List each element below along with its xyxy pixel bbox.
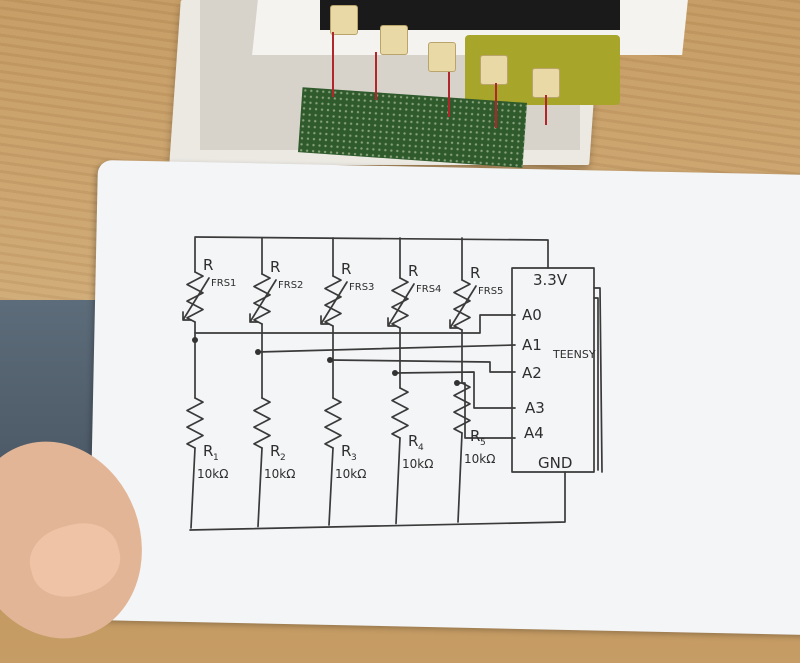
- variable-arrow: [249, 279, 277, 323]
- sensor-connector: [380, 25, 408, 55]
- supply-label: 3.3V: [533, 271, 568, 289]
- resistor-label: R: [470, 427, 480, 445]
- resistor-value: 10kΩ: [402, 457, 433, 471]
- resistor-label-subscript: 5: [480, 438, 486, 448]
- wire: [375, 52, 377, 100]
- resistor-label: R: [203, 442, 213, 460]
- resistor: [253, 397, 271, 449]
- resistor-label-subscript: 2: [280, 453, 286, 463]
- sensor-label-subscript: FRS1: [211, 278, 236, 289]
- wire: [448, 72, 450, 117]
- sensor-label-subscript: FRS3: [349, 282, 374, 293]
- sensor-label: R: [341, 260, 351, 278]
- wire-a1: [257, 344, 516, 353]
- sensor-label: R: [470, 264, 480, 282]
- junction-dot: [255, 349, 261, 355]
- sensor-label-subscript: FRS5: [478, 286, 503, 297]
- sensor-connector: [428, 42, 456, 72]
- variable-arrow: [449, 285, 477, 329]
- sensor-label-subscript: FRS4: [416, 284, 441, 295]
- microcontroller-label: TEENSY: [552, 348, 596, 361]
- sensor-connector: [480, 55, 508, 85]
- pin-label-a3: A3: [525, 399, 545, 417]
- wire-a3: [394, 371, 516, 409]
- resistor-value: 10kΩ: [197, 467, 228, 481]
- wire: [545, 95, 547, 125]
- resistor: [186, 397, 204, 449]
- junction-dot: [327, 357, 333, 363]
- teensy-side-lines: [593, 287, 603, 473]
- sensor-label: R: [408, 262, 418, 280]
- pin-label-a4: A4: [524, 424, 544, 442]
- resistor-label: R: [408, 432, 418, 450]
- force-sensor-resistor: [253, 273, 271, 325]
- wire: [495, 83, 497, 128]
- resistor: [391, 387, 409, 439]
- sensor-label: R: [203, 256, 213, 274]
- pin-label-a1: A1: [522, 336, 542, 354]
- pin-label-a0: A0: [522, 306, 542, 324]
- resistor-value: 10kΩ: [335, 467, 366, 481]
- wire: [332, 32, 334, 97]
- sensor-label: R: [270, 258, 280, 276]
- box-black-panel: [320, 0, 620, 30]
- resistor: [324, 397, 342, 449]
- wire-a0: [194, 314, 516, 334]
- junction-dot: [192, 337, 198, 343]
- resistor-value: 10kΩ: [464, 452, 495, 466]
- force-sensor-resistor: [324, 275, 342, 327]
- wire-segment: [257, 447, 263, 528]
- junction-dot: [392, 370, 398, 376]
- wire-a2: [329, 359, 516, 373]
- wire-segment: [328, 447, 334, 526]
- variable-arrow: [320, 281, 348, 325]
- sensor-connector: [330, 5, 358, 35]
- wire-segment: [395, 437, 401, 525]
- resistor-label-subscript: 4: [418, 443, 424, 453]
- force-sensor-resistor: [391, 277, 409, 329]
- force-sensor-resistor: [186, 271, 204, 323]
- ground-label: GND: [538, 454, 572, 472]
- sensor-label-subscript: FRS2: [278, 280, 303, 291]
- pin-label-a2: A2: [522, 364, 542, 382]
- resistor-label-subscript: 1: [213, 453, 219, 463]
- ground-rail: [189, 471, 566, 531]
- resistor-label-subscript: 3: [351, 453, 357, 463]
- resistor-value: 10kΩ: [264, 467, 295, 481]
- variable-arrow: [387, 283, 415, 327]
- teensy-block: [511, 267, 595, 473]
- wire-a4: [456, 382, 516, 439]
- resistor-label: R: [270, 442, 280, 460]
- resistor-label: R: [341, 442, 351, 460]
- junction-dot: [454, 380, 460, 386]
- wire-segment: [457, 432, 463, 523]
- supply-rail: [194, 236, 549, 269]
- variable-arrow: [182, 277, 210, 321]
- wire-segment: [190, 447, 196, 529]
- resistor: [453, 382, 471, 434]
- sensor-connector: [532, 68, 560, 98]
- force-sensor-resistor: [453, 279, 471, 331]
